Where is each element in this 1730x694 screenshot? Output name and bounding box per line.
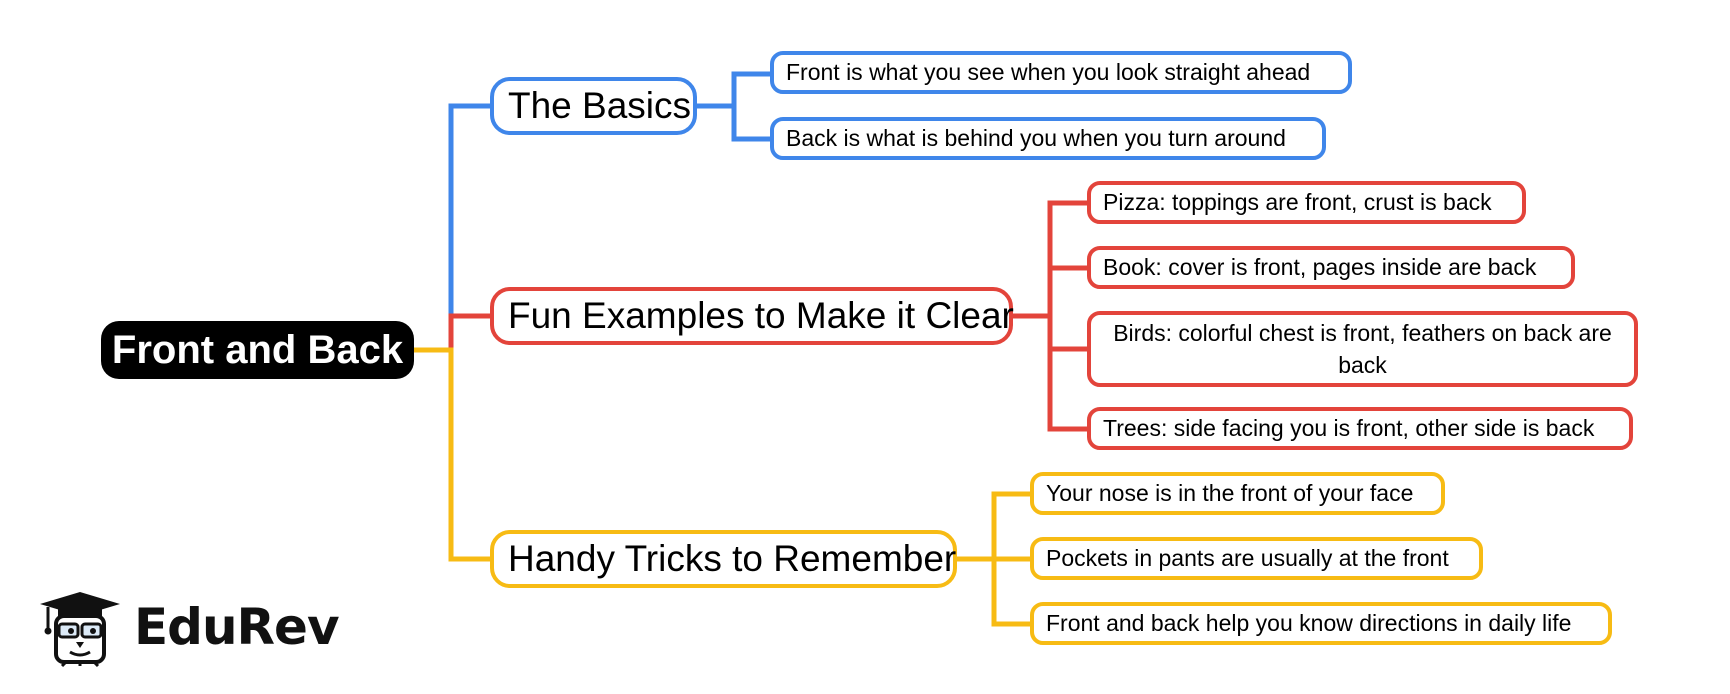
leaf-node-examples-2: Book: cover is front, pages inside are b… xyxy=(1087,246,1575,289)
connector-tricks-leaf-3 xyxy=(956,556,1032,627)
connector-root-tricks xyxy=(414,347,492,562)
leaf-node-label: Book: cover is front, pages inside are b… xyxy=(1103,254,1537,280)
leaf-node-label: Back is what is behind you when you turn… xyxy=(786,125,1286,151)
root-node-label: Front and Back xyxy=(111,327,404,372)
leaf-node-label: Pockets in pants are usually at the fron… xyxy=(1046,545,1449,571)
connector-examples-leaf-2 xyxy=(1012,265,1088,319)
connector-examples-leaf-4 xyxy=(1012,313,1088,432)
leaf-node-label: Front is what you see when you look stra… xyxy=(786,59,1311,85)
branch-node-label: Fun Examples to Make it Clear xyxy=(508,295,1014,336)
connector-root-basics xyxy=(414,103,492,353)
leaf-node-tricks-2: Pockets in pants are usually at the fron… xyxy=(1030,537,1483,580)
leaf-node-label: Your nose is in the front of your face xyxy=(1046,480,1414,506)
leaf-node-examples-1: Pizza: toppings are front, crust is back xyxy=(1087,181,1526,224)
connector-root-examples xyxy=(414,313,492,353)
branch-node-tricks: Handy Tricks to Remember xyxy=(490,530,957,588)
connector-tricks-leaf-1 xyxy=(956,491,1032,562)
branch-node-examples: Fun Examples to Make it Clear xyxy=(490,287,1014,345)
graduate-owl-icon xyxy=(40,592,120,668)
leaf-node-tricks-3: Front and back help you know directions … xyxy=(1030,602,1612,645)
leaf-node-label: Trees: side facing you is front, other s… xyxy=(1103,415,1595,441)
leaf-node-tricks-1: Your nose is in the front of your face xyxy=(1030,472,1445,515)
leaf-node-examples-3: Birds: colorful chest is front, feathers… xyxy=(1087,311,1638,387)
connector-basics-leaf-1 xyxy=(696,71,772,109)
brand-name: EduRev xyxy=(134,598,340,656)
leaf-node-label: Birds: colorful chest is front, feathers… xyxy=(1113,320,1612,378)
branch-node-basics: The Basics xyxy=(490,77,697,135)
brand-logo: EduRev xyxy=(32,586,342,668)
connector-basics-leaf-2 xyxy=(696,103,772,142)
leaf-node-label: Pizza: toppings are front, crust is back xyxy=(1103,189,1492,215)
leaf-node-label: Front and back help you know directions … xyxy=(1046,610,1572,636)
root-node: Front and Back xyxy=(101,321,414,379)
branch-node-label: The Basics xyxy=(508,85,692,126)
branch-node-label: Handy Tricks to Remember xyxy=(508,538,957,579)
leaf-node-basics-1: Front is what you see when you look stra… xyxy=(770,51,1352,94)
leaf-node-examples-4: Trees: side facing you is front, other s… xyxy=(1087,407,1633,450)
leaf-node-basics-2: Back is what is behind you when you turn… xyxy=(770,117,1326,160)
